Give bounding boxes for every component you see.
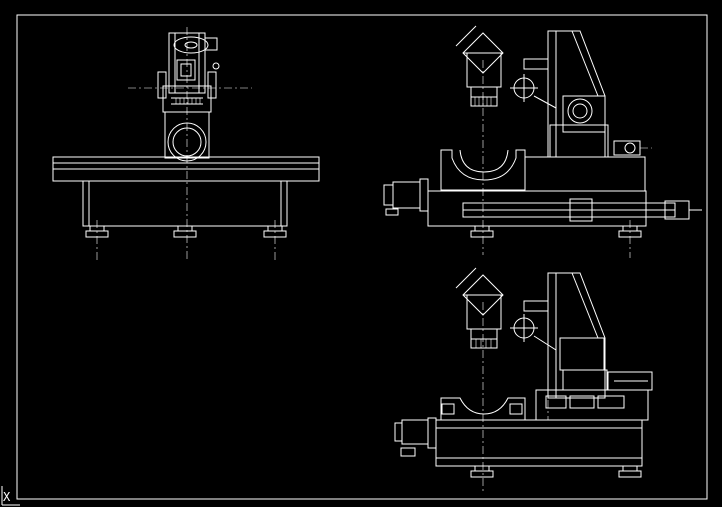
ucs-x-label: X	[3, 490, 11, 504]
front-handwheel	[173, 36, 209, 54]
side-left-motor-bracket	[385, 208, 399, 216]
side2-left-motor-bracket	[400, 447, 416, 457]
side-gearbox	[562, 95, 606, 133]
side-left-motor-cap	[383, 184, 394, 206]
side-v-block	[440, 149, 526, 191]
side-bed-upper	[524, 156, 646, 192]
side-view-bottom	[394, 267, 653, 492]
side2-angle-guide	[455, 267, 477, 289]
side-gear	[567, 98, 593, 124]
side2-slide	[597, 395, 625, 409]
side2-clamp	[441, 403, 455, 415]
side-spindle-knurl	[470, 96, 498, 107]
side2-housing-lower	[562, 369, 608, 391]
front-knurl	[175, 98, 201, 104]
side-feet-top	[470, 225, 642, 238]
side-frame-lower	[549, 124, 609, 158]
side2-left-motor-flange	[427, 417, 437, 449]
side-frame-rib	[571, 30, 599, 97]
side2-carriage	[535, 389, 649, 421]
side2-housing	[559, 337, 605, 371]
side2-spindle	[466, 294, 502, 330]
side2-slide	[569, 395, 595, 409]
front-knob	[204, 37, 218, 51]
side2-clamp	[509, 403, 523, 415]
side-gear-inner	[572, 103, 588, 119]
front-slide-window	[180, 63, 192, 77]
front-slide	[176, 59, 196, 81]
side2-spindle-nose	[470, 328, 498, 340]
side2-frame	[547, 272, 606, 399]
side-leadscrew-nut	[569, 198, 593, 222]
side-motor-hub	[624, 142, 636, 154]
side2-left-motor-cap	[394, 422, 403, 442]
front-side-block	[207, 71, 217, 99]
side-motor	[613, 140, 641, 156]
side2-feet	[470, 465, 642, 478]
side-arm	[523, 58, 549, 70]
side-leader	[533, 95, 557, 109]
front-base	[82, 180, 288, 227]
side2-left-motor	[401, 419, 429, 445]
side-view-top	[383, 25, 702, 258]
side-v-block-inner	[459, 149, 509, 173]
side-bed	[427, 190, 647, 227]
side-angle-guide	[455, 25, 477, 47]
front-handwheel-hub	[184, 41, 198, 49]
side2-fixture	[440, 397, 526, 421]
side2-spindle-knurl	[470, 338, 498, 349]
side2-arm	[523, 300, 549, 312]
front-feet	[85, 225, 287, 238]
side2-leader	[533, 335, 557, 351]
side-spindle	[466, 52, 502, 88]
side-left-motor	[392, 181, 421, 209]
drawing-border	[16, 14, 708, 500]
side-left-motor-flange	[419, 178, 429, 212]
ucs-axis-icon	[1, 486, 20, 506]
side-spindle-nose	[470, 86, 498, 98]
side2-bed	[435, 419, 643, 467]
side-frame	[547, 30, 606, 158]
side2-frame-rib	[571, 272, 599, 339]
front-side-block	[157, 71, 167, 99]
side2-slide	[545, 395, 567, 409]
front-adjust-screw	[212, 62, 220, 70]
front-view	[52, 27, 320, 262]
